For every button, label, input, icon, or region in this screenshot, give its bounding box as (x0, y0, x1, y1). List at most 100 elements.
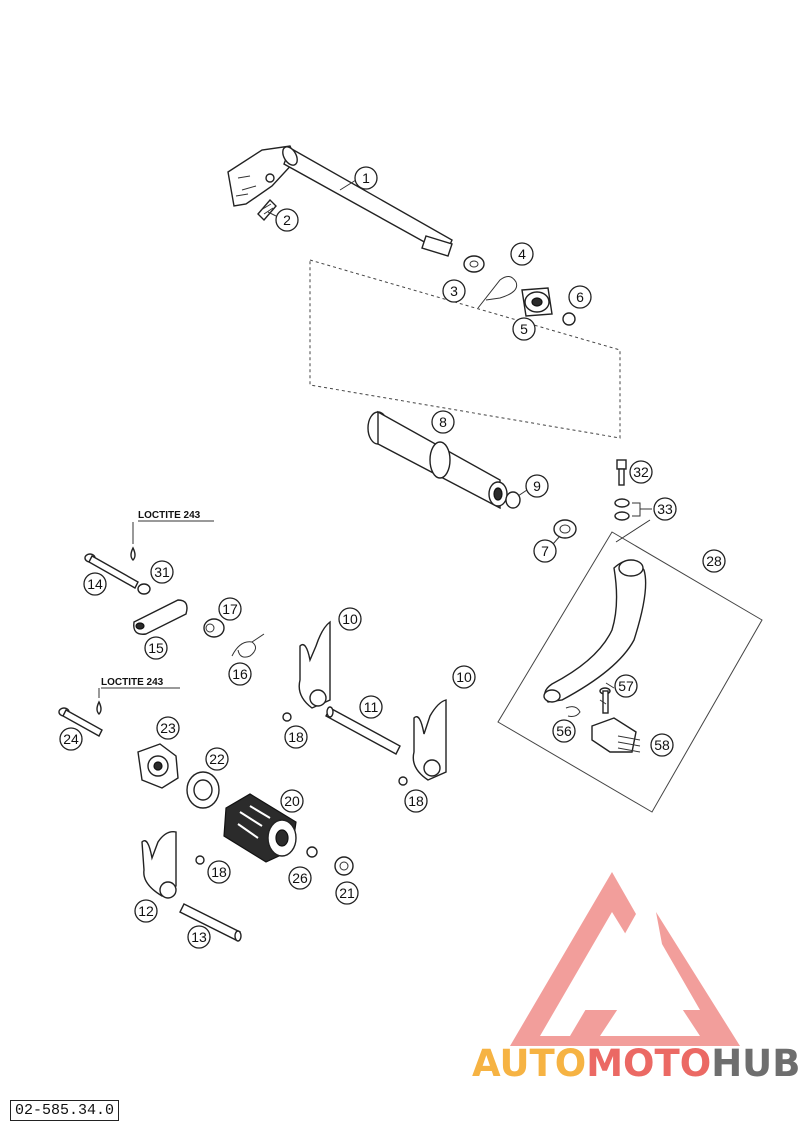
callout-31: 31 (150, 560, 174, 584)
svg-text:14: 14 (87, 576, 103, 592)
callout-20: 20 (280, 789, 304, 813)
part-pin-18b (398, 776, 408, 786)
callout-12: 12 (134, 899, 158, 923)
group-outline-shaft (309, 259, 621, 439)
callout-26: 26 (288, 866, 312, 890)
svg-text:11: 11 (364, 699, 379, 715)
part-washer-26 (306, 846, 318, 858)
svg-text:10: 10 (342, 611, 358, 627)
callout-58: 58 (650, 733, 674, 757)
svg-text:7: 7 (541, 543, 549, 559)
callout-15: 15 (144, 636, 168, 660)
callout-8: 8 (431, 410, 455, 434)
part-fork-10b (412, 699, 447, 781)
part-shift-shaft (227, 145, 453, 257)
callout-18c: 18 (207, 860, 231, 884)
svg-text:15: 15 (148, 640, 164, 656)
part-56-clip (565, 706, 581, 717)
svg-text:6: 6 (576, 289, 584, 305)
svg-text:16: 16 (232, 666, 248, 682)
part-bearing-22 (186, 771, 220, 809)
svg-text:28: 28 (706, 553, 722, 569)
part-shift-drum-20 (223, 793, 297, 863)
part-rod-13 (179, 903, 242, 942)
part-fork-12 (141, 831, 177, 899)
svg-text:24: 24 (63, 731, 79, 747)
svg-text:1: 1 (362, 170, 370, 186)
svg-text:26: 26 (292, 870, 308, 886)
svg-text:18: 18 (408, 793, 424, 809)
loctite-label-1: LOCTITE 243 (138, 510, 201, 521)
callout-57: 57 (614, 674, 638, 698)
part-shaft-8 (367, 410, 508, 510)
svg-text:17: 17 (222, 601, 238, 617)
svg-text:20: 20 (284, 793, 300, 809)
part-pin-18c (195, 855, 205, 865)
loctite-drop-2 (96, 688, 102, 715)
part-bushing-5 (521, 287, 553, 317)
svg-text:18: 18 (211, 864, 227, 880)
callout-6: 6 (568, 285, 592, 309)
callout-9: 9 (525, 474, 549, 498)
part-spring-clip-4 (477, 276, 518, 309)
svg-text:9: 9 (533, 478, 541, 494)
callout-11: 11 (359, 695, 383, 719)
part-spring-16 (231, 633, 265, 658)
callout-24: 24 (59, 727, 83, 751)
callout-56: 56 (552, 719, 576, 743)
callout-3: 3 (442, 279, 466, 303)
part-spring (257, 198, 277, 222)
part-bushing-7 (553, 519, 577, 539)
part-bearing-21 (334, 856, 354, 876)
part-pin-18a (282, 712, 292, 722)
callout-2: 2 (275, 208, 299, 232)
callout-18a: 18 (284, 725, 308, 749)
svg-text:18: 18 (288, 729, 304, 745)
part-bolt-24 (58, 707, 103, 737)
callout-18b: 18 (404, 789, 428, 813)
svg-text:58: 58 (654, 737, 670, 753)
callout-17: 17 (218, 597, 242, 621)
callout-16: 16 (228, 662, 252, 686)
callout-10a: 10 (338, 607, 362, 631)
callout-23: 23 (156, 716, 180, 740)
callout-21: 21 (335, 881, 359, 905)
part-washer-3 (463, 255, 485, 273)
svg-text:56: 56 (556, 723, 572, 739)
svg-text:22: 22 (209, 751, 225, 767)
part-ring-9 (505, 491, 521, 509)
svg-text:33: 33 (657, 501, 673, 517)
callout-32: 32 (629, 460, 653, 484)
callout-28: 28 (702, 549, 726, 573)
part-shift-lever-28 (543, 559, 647, 703)
svg-text:32: 32 (633, 464, 649, 480)
part-shift-drum-locating-23 (137, 743, 179, 789)
part-washer-31 (137, 583, 151, 595)
callout-5: 5 (512, 317, 536, 341)
callout-4: 4 (510, 242, 534, 266)
callout-13: 13 (187, 925, 211, 949)
part-58-tip (591, 717, 641, 753)
svg-text:3: 3 (450, 283, 458, 299)
svg-text:21: 21 (339, 885, 355, 901)
svg-text:2: 2 (283, 212, 291, 228)
diagram-code: 02-585.34.0 (10, 1100, 120, 1121)
callout-14: 14 (83, 572, 107, 596)
part-roller-17 (203, 618, 225, 638)
svg-text:4: 4 (518, 246, 526, 262)
leader-lines (267, 179, 651, 705)
svg-text:10: 10 (456, 669, 472, 685)
group-outline-lever (497, 531, 763, 813)
svg-text:31: 31 (154, 564, 170, 580)
part-fork-10a (298, 620, 331, 709)
part-rod-11 (325, 706, 401, 755)
svg-text:5: 5 (520, 321, 528, 337)
callout-33: 33 (653, 497, 677, 521)
part-link-15 (133, 599, 188, 635)
svg-text:12: 12 (138, 903, 154, 919)
part-ring-6 (562, 312, 576, 326)
part-washers-33 (614, 498, 652, 521)
callout-1: 1 (354, 166, 378, 190)
loctite-drop-1 (130, 522, 136, 561)
